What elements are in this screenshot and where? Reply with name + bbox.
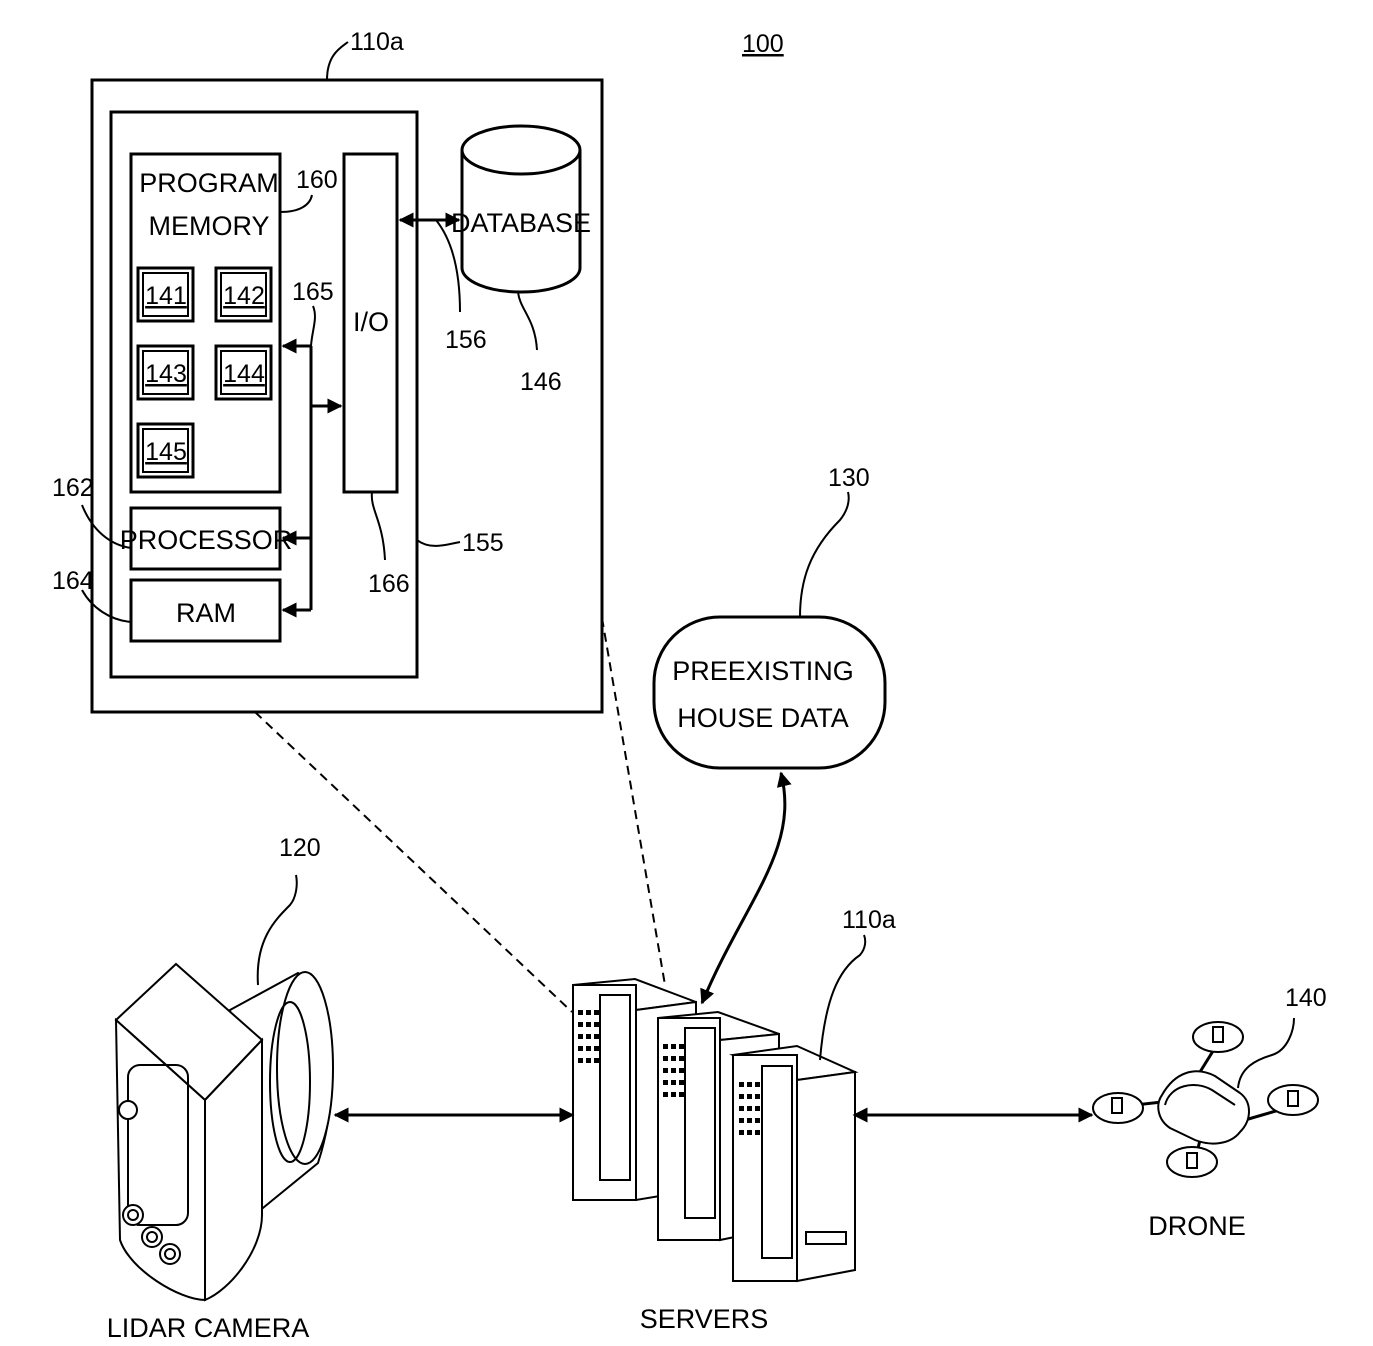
server-detail-leader [327, 42, 348, 80]
module-144-label: 144 [223, 360, 265, 388]
figure-ref: 100 [742, 30, 784, 58]
processor-ref: 162 [52, 474, 94, 502]
lidar-camera-illustration [116, 964, 333, 1300]
program-memory-ref: 160 [296, 166, 338, 194]
database-label: DATABASE [451, 208, 591, 238]
lidar-camera-ref: 120 [279, 834, 321, 862]
database-ref: 146 [520, 368, 562, 396]
server-rack-3 [733, 1046, 855, 1281]
drone-label: DRONE [1148, 1211, 1246, 1241]
io-label: I/O [353, 307, 389, 337]
module-145-label: 145 [145, 438, 187, 466]
module-143-label: 143 [145, 360, 187, 388]
server-detail: 110a 155 PROGRAM MEMORY 160 141 142 143 [52, 28, 602, 712]
module-143: 143 [138, 346, 193, 399]
servers-label: SERVERS [640, 1304, 769, 1334]
house-data-label-line2: HOUSE DATA [677, 703, 849, 733]
servers-illustration [573, 979, 855, 1281]
program-memory-label-line1: PROGRAM [139, 168, 279, 198]
module-141-label: 141 [145, 282, 187, 310]
ram-ref: 164 [52, 567, 94, 595]
module-141: 141 [138, 268, 193, 321]
program-memory-label-line2: MEMORY [148, 211, 269, 241]
module-145: 145 [138, 424, 193, 477]
zoom-line-left [255, 712, 572, 1012]
board-ref: 155 [462, 529, 504, 557]
servers-leader [820, 935, 865, 1060]
drone-leader [1238, 1018, 1294, 1088]
module-144: 144 [216, 346, 271, 399]
bus-ref: 165 [292, 278, 334, 306]
ram-label: RAM [176, 598, 236, 628]
house-data-box [654, 617, 885, 768]
lidar-camera-leader [258, 875, 297, 985]
server-detail-ref: 110a [350, 28, 404, 56]
drone-ref: 140 [1285, 984, 1327, 1012]
house-data-leader [800, 492, 849, 617]
servers-ref: 110a [842, 906, 896, 934]
module-142-label: 142 [223, 282, 265, 310]
house-data-ref: 130 [828, 464, 870, 492]
processor-label: PROCESSOR [120, 525, 293, 555]
lidar-camera-label: LIDAR CAMERA [107, 1313, 310, 1343]
house-data-label-line1: PREEXISTING [672, 656, 854, 686]
module-142: 142 [216, 268, 271, 321]
servers-house-data-link [702, 773, 785, 1003]
io-ref: 166 [368, 570, 410, 598]
link-ref: 156 [445, 326, 487, 354]
